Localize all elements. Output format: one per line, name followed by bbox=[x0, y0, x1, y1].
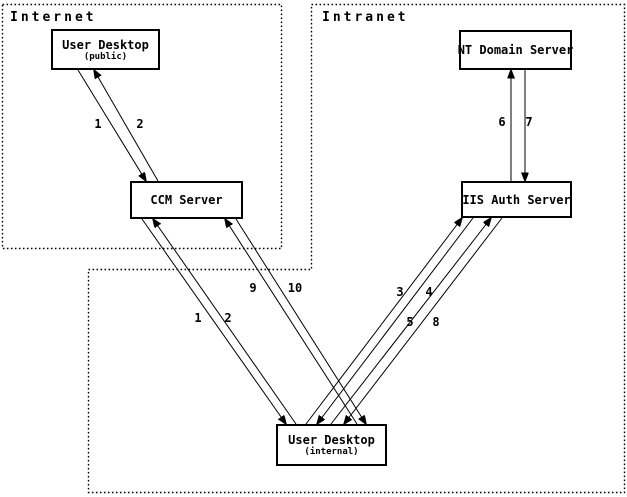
arrow-5-internal-desktop-to-iis bbox=[330, 218, 491, 425]
node-title: NT Domain Server bbox=[457, 43, 574, 57]
intranet-zone-border bbox=[87, 3, 626, 494]
flow-label-10: 10 bbox=[287, 281, 303, 295]
flow-label-3: 3 bbox=[396, 285, 404, 299]
flow-label-7: 7 bbox=[525, 115, 533, 129]
arrow-1-public-desktop-to-ccm bbox=[77, 69, 146, 181]
arrow-2-ccm-to-internal-desktop bbox=[141, 218, 286, 424]
node-ccm-server: CCM Server bbox=[130, 181, 243, 219]
flow-label-1-internal: 1 bbox=[194, 311, 202, 325]
arrow-9-internal-desktop-to-ccm bbox=[225, 219, 358, 425]
intranet-zone-label: Intranet bbox=[322, 10, 409, 25]
node-title: User Desktop bbox=[288, 433, 375, 447]
flow-label-1-public: 1 bbox=[94, 117, 102, 131]
flow-label-6: 6 bbox=[498, 115, 506, 129]
arrow-4-iis-to-internal-desktop bbox=[317, 217, 474, 424]
node-subtitle: (internal) bbox=[304, 447, 359, 457]
arrow-10-ccm-to-internal-desktop bbox=[235, 218, 366, 424]
flow-label-4: 4 bbox=[425, 285, 433, 299]
arrow-2-ccm-to-public-desktop bbox=[94, 70, 159, 182]
internet-zone-label: Internet bbox=[10, 10, 97, 25]
flow-label-9: 9 bbox=[249, 281, 257, 295]
flow-label-5: 5 bbox=[406, 315, 414, 329]
node-nt-domain-server: NT Domain Server bbox=[457, 30, 574, 70]
arrow-3-internal-desktop-to-iis bbox=[305, 218, 462, 425]
node-iis-auth-server: IIS Auth Server bbox=[461, 181, 572, 218]
node-title: CCM Server bbox=[150, 193, 223, 207]
node-subtitle: (public) bbox=[83, 51, 128, 62]
flow-label-2-public: 2 bbox=[136, 117, 144, 131]
node-user-desktop-public: User Desktop (public) bbox=[51, 29, 160, 70]
node-user-desktop-internal: User Desktop (internal) bbox=[276, 424, 387, 466]
node-title: IIS Auth Server bbox=[462, 192, 571, 207]
node-title: User Desktop bbox=[62, 37, 149, 52]
arrow-8-iis-to-internal-desktop bbox=[344, 217, 503, 424]
arrow-1-internal-desktop-to-ccm bbox=[153, 219, 297, 425]
flow-label-2-internal: 2 bbox=[224, 311, 232, 325]
flow-label-8: 8 bbox=[432, 315, 440, 329]
